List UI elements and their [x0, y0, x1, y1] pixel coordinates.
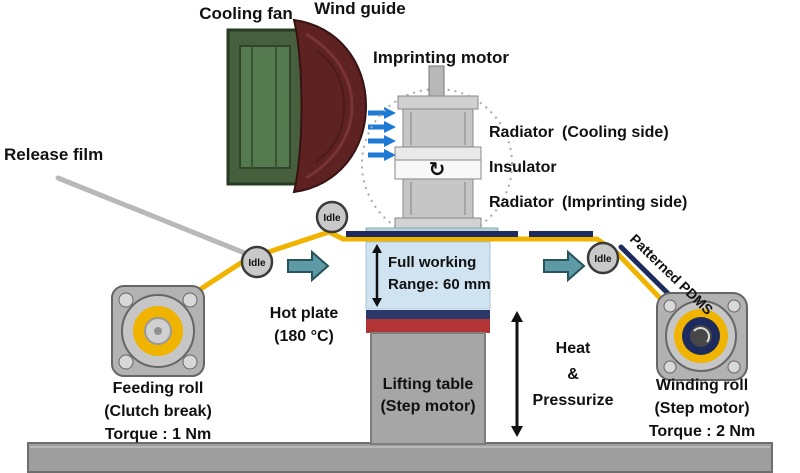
wind-guide — [292, 18, 368, 194]
radiator-cooling-block — [402, 108, 474, 148]
release-film-label: Release film — [4, 145, 103, 164]
wind-guide-body — [292, 18, 368, 194]
idle-roller-circle — [240, 245, 274, 279]
pdms-segment — [346, 231, 518, 237]
idle-roller-1: Idle — [240, 245, 274, 279]
wind-guide-ridge — [315, 49, 346, 163]
lifting-table-label-line2: (Step motor) — [380, 398, 475, 415]
hot-plate-top — [366, 310, 490, 319]
cooling-fan — [226, 28, 304, 186]
cooling-fan-label: Cooling fan — [199, 4, 292, 23]
idle-roller-circle — [586, 241, 620, 275]
release-film-line — [55, 175, 255, 259]
winding-spiral-icon — [693, 327, 710, 343]
motor-bottom-plate — [394, 217, 482, 229]
idle-label: Idle — [323, 213, 341, 224]
bolt-icon — [118, 292, 134, 308]
wind-arrows — [368, 107, 396, 161]
motor-shaft — [428, 65, 445, 97]
wind-arrow-icon — [368, 107, 396, 119]
feeding-roll-label-line1: Feeding roll — [113, 380, 204, 397]
wind-arrow-icon — [368, 121, 396, 133]
hot-plate-label-line1: Hot plate — [270, 305, 339, 322]
imprinting-motor-label: Imprinting motor — [373, 48, 509, 67]
bolt-icon — [182, 292, 198, 308]
hot-plate-label-line2: (180 °C) — [274, 328, 334, 345]
range-arrow-down-icon — [372, 298, 382, 307]
idle-label: Idle — [594, 254, 612, 265]
feeding-roll-label-line3: Torque : 1 Nm — [105, 426, 211, 443]
bolt-icon — [727, 360, 741, 374]
cooling-side-label: (Cooling side) — [562, 124, 669, 141]
winding-roll-label-line3: Torque : 2 Nm — [649, 423, 755, 440]
flow-arrow-left-icon — [287, 249, 330, 283]
idle-roller-circle — [315, 200, 349, 234]
hot-plate-heater — [366, 319, 490, 333]
range-label-line2: Range: 60 mm — [388, 276, 491, 293]
winding-roll-label-line1: Winding roll — [656, 377, 748, 394]
heat-arrow-up-icon — [511, 311, 523, 322]
feeding-roll-axis — [154, 327, 162, 335]
bolt-icon — [727, 299, 741, 313]
radiator-cooling-label: Radiator — [489, 124, 554, 141]
radiator-imprinting-block — [402, 178, 474, 219]
amp-label: & — [567, 366, 579, 383]
bolt-icon — [663, 299, 677, 313]
flow-arrow-right-icon — [543, 249, 586, 283]
insulator-label: Insulator — [489, 159, 557, 176]
idle-label: Idle — [248, 258, 266, 269]
idle-roller-2: Idle — [315, 200, 349, 234]
bolt-icon — [182, 354, 198, 370]
bolt-icon — [118, 354, 134, 370]
working-range-zone: Full working Range: 60 mm — [365, 241, 491, 310]
range-arrow-up-icon — [372, 244, 382, 253]
hot-plate-lifting-table: Lifting table (Step motor) — [366, 310, 490, 445]
rotation-icon: ↻ — [429, 159, 446, 181]
motor-top-cap — [397, 95, 479, 110]
wind-guide-label: Wind guide — [314, 0, 405, 18]
lifting-table — [370, 332, 486, 445]
winding-roll — [656, 292, 748, 381]
heat-label: Heat — [556, 340, 591, 357]
winding-roll-label-line2: (Step motor) — [654, 400, 749, 417]
pressurize-label: Pressurize — [533, 392, 614, 409]
lifting-table-label-line1: Lifting table — [383, 376, 474, 393]
range-label-line1: Full working — [388, 254, 476, 271]
cooling-fan-inner — [239, 45, 291, 169]
wind-arrow-icon — [368, 135, 396, 147]
feeding-roll — [111, 285, 205, 377]
radiator-imprinting-label: Radiator — [489, 194, 554, 211]
idle-roller-3: Idle — [586, 241, 620, 275]
bolt-icon — [663, 360, 677, 374]
feeding-roll-label-line2: (Clutch break) — [104, 403, 212, 420]
motor-dotted-circle — [361, 88, 513, 240]
wind-guide-ridge — [305, 32, 354, 180]
pdms-segment — [529, 231, 593, 237]
working-range-box — [365, 241, 491, 310]
heat-arrow-down-icon — [511, 426, 523, 437]
wind-arrow-icon — [368, 149, 396, 161]
heat-pressurize: Heat & Pressurize — [511, 311, 614, 437]
imprinting-side-label: (Imprinting side) — [562, 194, 687, 211]
